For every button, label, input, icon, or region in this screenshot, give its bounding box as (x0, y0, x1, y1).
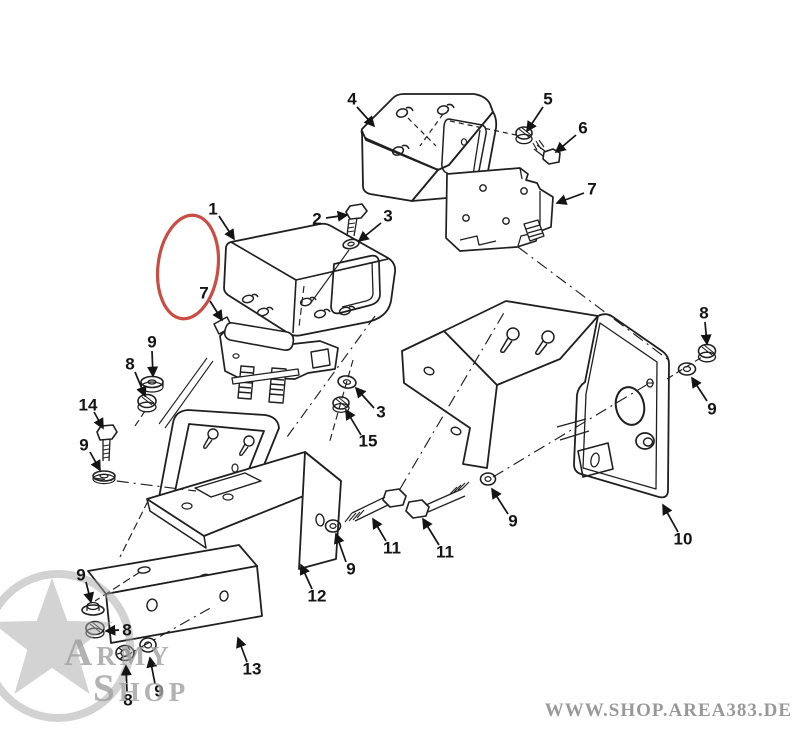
callout-leader-arrow (526, 106, 544, 133)
callout-leader-arrow (333, 532, 347, 563)
callout-leader-arrow (691, 376, 708, 402)
callout-leader-arrow (555, 192, 585, 205)
callout-leader-arrow (422, 517, 440, 546)
washer-3-upper (342, 238, 360, 250)
washer-9-right-bolt (479, 472, 497, 486)
callout-leader-arrow (120, 664, 132, 693)
callout-number-12: 12 (308, 587, 327, 606)
bolt-14 (96, 424, 118, 462)
callout-leader-arrow (700, 321, 712, 346)
callout-number-13: 13 (243, 660, 262, 679)
watermark-star (0, 578, 113, 694)
callout-number-11: 11 (383, 539, 401, 558)
callout-number-5: 5 (543, 90, 552, 109)
part-10-mounting-bracket (401, 300, 670, 499)
callout-leader-arrow (357, 222, 382, 243)
watermark-word-army: ARMY (64, 631, 173, 674)
callout-leader-arrow (554, 134, 577, 154)
callout-number-9: 9 (147, 333, 156, 352)
callout-number-9: 9 (508, 512, 517, 531)
callout-number-14: 14 (79, 396, 98, 415)
callout-leader-arrow (83, 581, 95, 604)
callout-number-8: 8 (122, 621, 131, 640)
part-7-retainer-plate (445, 167, 554, 252)
teardrop-holes (500, 327, 555, 355)
red-highlight-ellipse (155, 213, 221, 321)
callout-leader-arrow (218, 215, 235, 241)
callout-leader-arrow (209, 300, 223, 322)
washer-9-under-14 (92, 470, 116, 485)
washer-9-bottom-left (81, 601, 105, 616)
callout-leader-arrow (134, 371, 147, 398)
callout-leader-arrow (491, 487, 509, 515)
center-lines (92, 246, 703, 660)
nut-5 (515, 126, 533, 145)
callout-number-6: 6 (578, 119, 587, 138)
watermark-word-shop: SHOP (93, 667, 190, 710)
callout-leader-arrow (104, 624, 120, 636)
callout-leader-arrow (372, 517, 387, 542)
bolt-6 (532, 139, 561, 165)
part-7-resilient-mount (219, 322, 339, 404)
callout-number-4: 4 (347, 90, 357, 109)
callout-number-9: 9 (76, 566, 85, 585)
washer-9-top-right (677, 362, 697, 376)
spring-stud (523, 219, 545, 242)
teardrop-holes-bracket (203, 428, 255, 456)
part-1-slot-holes (241, 293, 356, 319)
nut-8-top-right (697, 343, 717, 363)
washer-9-left-bolt (324, 519, 342, 533)
callout-leader-arrow (345, 408, 362, 436)
part-12-support-bracket (146, 357, 342, 570)
callout-number-11: 11 (436, 543, 454, 562)
part-4-bolt-holes (391, 103, 455, 156)
callout-leader-arrow (236, 636, 248, 663)
callout-number-3: 3 (376, 403, 385, 422)
callout-leader-arrow (356, 106, 376, 128)
part-1-mount-body (213, 222, 397, 337)
nut-8-upper-left (137, 393, 157, 413)
callout-number-9: 9 (79, 436, 88, 455)
callout-leader-arrow (146, 656, 158, 685)
callout-number-3: 3 (383, 207, 392, 226)
callout-leader-arrow (662, 503, 679, 533)
callout-leader-arrow (299, 563, 313, 590)
callout-number-7: 7 (587, 180, 596, 199)
watermark-circle (0, 570, 134, 722)
callout-leader-arrow (93, 411, 104, 430)
hardware-fasteners (81, 126, 717, 662)
footer-url: WWW.SHOP.AREA383.DE (544, 700, 792, 721)
bolt-2 (345, 203, 368, 237)
callout-number-9: 9 (154, 682, 163, 701)
callout-number-9: 9 (346, 560, 355, 579)
callout-number-1: 1 (208, 200, 217, 219)
army-shop-watermark-star (0, 570, 134, 722)
callout-number-2: 2 (312, 210, 321, 229)
callout-leader-arrow (325, 210, 349, 222)
callout-number-9: 9 (707, 400, 716, 419)
bolt-11-left (344, 488, 407, 523)
callout-number-10: 10 (674, 530, 693, 549)
callout-leader-arrow (354, 386, 375, 409)
callout-number-8: 8 (123, 691, 132, 710)
callout-leader-arrow (147, 350, 159, 378)
callout-number-8: 8 (125, 355, 134, 374)
callout-number-7: 7 (199, 284, 208, 303)
callout-leader-arrow (89, 451, 101, 472)
bolt-11-right (405, 481, 470, 519)
washer-9-upper-left (140, 375, 164, 393)
callout-number-15: 15 (359, 432, 378, 451)
callout-number-8: 8 (699, 304, 708, 323)
